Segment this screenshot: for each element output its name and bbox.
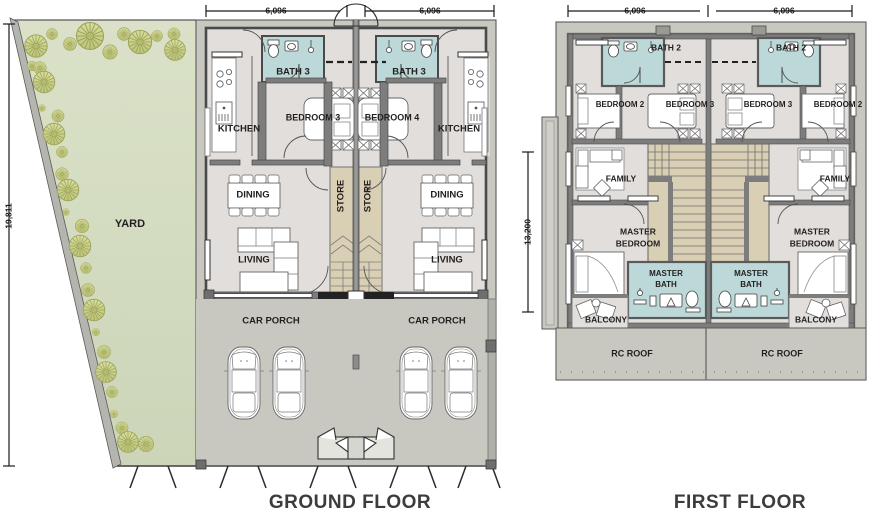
label-master-bedroom-right-2: BEDROOM [790,238,834,248]
bedroom-door-swings [283,135,409,191]
first-dim-left-vertical: 13,200 [522,219,532,245]
ground-dim-top [205,5,495,17]
label-car-porch-right: CAR PORCH [408,316,466,327]
balcony-left [571,294,629,329]
label-rc-roof-left: RC ROOF [611,348,653,358]
label-master-bath-left-2: BATH [655,280,677,289]
dining-right-furniture [420,174,474,217]
label-balcony-right: BALCONY [795,314,837,324]
label-bedroom3: BEDROOM 3 [286,112,341,122]
label-master-bath-right-2: BATH [740,280,762,289]
label-master-bath-right: MASTER [734,269,768,278]
first-floor-title: FIRST FLOOR [673,492,807,513]
label-store-left: STORE [336,180,347,213]
family-right-furniture [797,147,847,198]
label-bedroom2-left: BEDROOM 2 [596,100,645,109]
label-family-right: FAMILY [820,173,851,183]
label-bath3-right: BATH 3 [392,67,426,78]
label-living-right: LIVING [431,255,463,266]
first-floor-plan: 6,096 6,096 13,200 BATH 2 BATH 2 BEDROOM… [522,5,867,381]
family-left-furniture [575,147,625,198]
ground-floor-title: GROUND FLOOR [268,492,432,513]
side-windows [204,107,488,281]
label-bath2-right: BATH 2 [776,42,806,52]
ground-floor-plan: 6,096 6,096 19,811 YARD KITCHEN KITCHEN … [3,3,501,489]
first-stairs [647,143,770,312]
first-dim-top-right: 6,096 [773,5,795,15]
bath2-left [600,25,671,88]
label-living-left: LIVING [238,255,270,266]
first-dim-left [522,151,534,313]
stair-core [329,19,383,467]
bath3-right [375,35,439,83]
label-dining-left: DINING [236,190,269,201]
master-bed-left [571,239,625,309]
master-door-swings [623,203,799,225]
label-bath3-left: BATH 3 [276,67,310,78]
dining-left-furniture [227,174,281,217]
bedroom3-left-bed [647,83,701,139]
bath2-right [751,25,822,88]
label-kitchen-left: KITCHEN [218,124,260,135]
label-family-left: FAMILY [606,173,637,183]
label-master-bedroom-left: MASTER [620,226,656,236]
label-kitchen-right: KITCHEN [438,124,480,135]
label-bedroom4: BEDROOM 4 [365,112,420,122]
label-bath2-left: BATH 2 [651,42,681,52]
first-dim-top-left: 6,096 [624,5,646,15]
first-dim-top [567,5,853,17]
kitchen-left [210,29,266,156]
label-car-porch-left: CAR PORCH [242,316,300,327]
label-bedroom3-left: BEDROOM 3 [666,100,715,109]
site-boundary-bottom [117,459,501,489]
bath3-left [261,35,325,83]
master-bath-left [626,260,708,320]
bedroom3-right-bed [721,83,775,139]
master-bath-right [709,260,791,320]
label-dining-right: DINING [430,190,463,201]
ground-partitions [209,77,487,167]
kitchen-right [434,29,490,156]
bedroom4-furniture [357,87,409,151]
label-bedroom3-right: BEDROOM 3 [744,100,793,109]
ground-dim-top-right: 6,096 [419,5,441,15]
label-bedroom2-right: BEDROOM 2 [814,100,863,109]
living-left-furniture [237,227,299,293]
label-master-bath-left: MASTER [649,269,683,278]
first-bedroom-door-swings [593,121,829,143]
ground-dim-left-vertical: 19,811 [3,203,13,229]
ground-dim-top-left: 6,096 [265,5,287,15]
entry-gate [317,427,395,460]
label-balcony-left: BALCONY [585,314,627,324]
label-master-bedroom-left-2: BEDROOM [616,238,660,248]
label-yard: YARD [115,218,145,230]
first-windows [565,39,857,305]
rc-roof-band [555,327,867,381]
living-right-furniture [413,227,475,293]
label-master-bedroom-right: MASTER [794,226,830,236]
master-bed-right [797,239,851,309]
label-rc-roof-right: RC ROOF [761,348,803,358]
label-store-right: STORE [363,180,374,213]
ground-dim-left [3,23,15,467]
